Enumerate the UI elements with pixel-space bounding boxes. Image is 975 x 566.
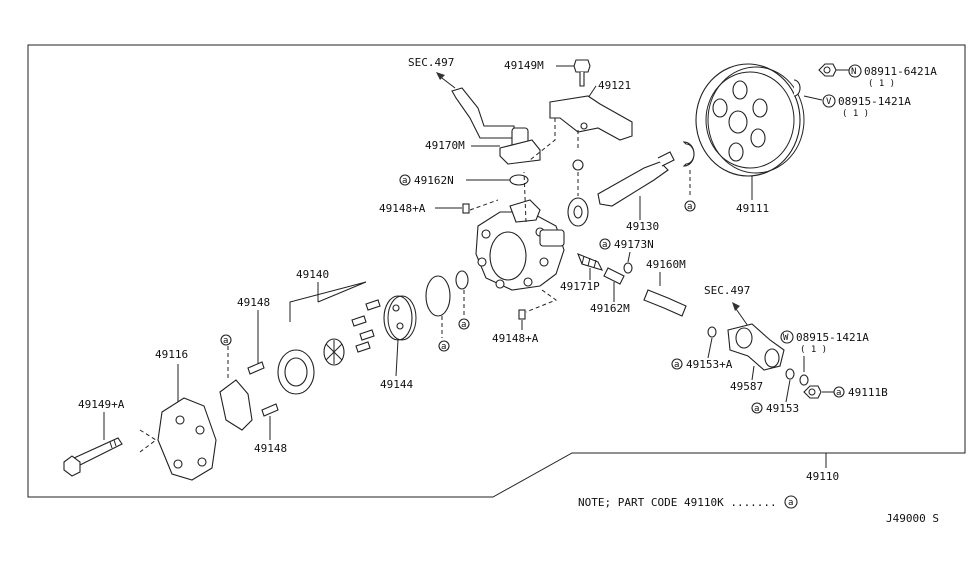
section-arrow-top-head xyxy=(436,72,445,80)
label-49148-lower[interactable]: 49148 xyxy=(254,442,287,455)
label-49140[interactable]: 49140 xyxy=(296,268,329,281)
pipe-flange-part xyxy=(499,139,541,165)
shaft-49130-part xyxy=(597,161,669,207)
connector-49171p-part xyxy=(643,289,687,317)
badge-a-49173n xyxy=(599,238,611,250)
label-49148-upper[interactable]: 49148 xyxy=(237,296,270,309)
badge-a-49153 xyxy=(751,402,763,414)
label-49587[interactable]: 49587 xyxy=(730,380,763,393)
label-08915b[interactable]: 08915-1421A xyxy=(796,331,869,344)
badge-w-08915b xyxy=(780,330,794,344)
label-49148a-lower[interactable]: 49148+A xyxy=(492,332,539,345)
svg-text:V: V xyxy=(826,97,832,107)
badge-v-08915a xyxy=(822,94,836,108)
label-49111[interactable]: 49111 xyxy=(736,202,769,215)
qty-08915b: ( 1 ) xyxy=(800,345,827,355)
spring-49162m-part xyxy=(577,253,604,271)
snap-ring-part xyxy=(682,141,695,167)
section-ref-right[interactable]: SEC.497 xyxy=(704,284,750,297)
label-08911[interactable]: 08911-6421A xyxy=(864,65,937,78)
badge-a-49162n xyxy=(399,174,411,186)
vanes-part xyxy=(351,315,367,327)
label-49116[interactable]: 49116 xyxy=(155,348,188,361)
rear-cover-49116-part xyxy=(157,397,217,481)
label-49144[interactable]: 49144 xyxy=(380,378,413,391)
label-08915a[interactable]: 08915-1421A xyxy=(838,95,911,108)
badge-n-08911 xyxy=(848,64,862,78)
badge-a-49111b xyxy=(833,386,845,398)
badge-a-49153a xyxy=(671,358,683,370)
badge-a-gasket-2 xyxy=(458,318,470,330)
section-ref-top[interactable]: SEC.497 xyxy=(408,56,454,69)
qty-08915a: ( 1 ) xyxy=(842,109,869,119)
valve-49160m-part xyxy=(603,267,625,285)
label-49149m[interactable]: 49149M xyxy=(504,59,544,72)
pulley-49111-part xyxy=(695,63,801,177)
label-49111b[interactable]: 49111B xyxy=(848,386,888,399)
o-ring-49162n-part xyxy=(509,174,529,186)
label-49148a-upper[interactable]: 49148+A xyxy=(379,202,426,215)
label-49170m[interactable]: 49170M xyxy=(425,139,465,152)
washer-08915a-part xyxy=(793,79,801,97)
pin-49148-upper-part xyxy=(247,361,265,375)
label-49130[interactable]: 49130 xyxy=(626,220,659,233)
pin-49148-lower-part xyxy=(261,403,279,417)
pressure-pipe-part xyxy=(451,87,515,139)
pin-49148a-lower-part xyxy=(518,309,526,320)
figure-id: J49000 S xyxy=(886,512,939,525)
label-49171p[interactable]: 49160M xyxy=(646,258,686,271)
nut-49111b-part xyxy=(803,385,822,399)
qty-08911: ( 1 ) xyxy=(868,79,895,89)
gasket-ring-part xyxy=(425,275,451,317)
label-49173n[interactable]: 49173N xyxy=(614,238,654,251)
nut-08911-part xyxy=(818,63,837,77)
svg-text:a: a xyxy=(223,336,228,346)
svg-text:a: a xyxy=(602,240,607,250)
svg-text:a: a xyxy=(441,342,446,352)
note-text: NOTE; PART CODE 49110K ....... xyxy=(578,496,777,509)
svg-text:a: a xyxy=(687,202,692,212)
svg-text:a: a xyxy=(461,320,466,330)
svg-text:a: a xyxy=(674,360,679,370)
label-49110[interactable]: 49110 xyxy=(806,470,839,483)
svg-text:a: a xyxy=(836,388,841,398)
note-badge-a xyxy=(784,495,798,509)
svg-text:W: W xyxy=(783,333,789,343)
label-49153[interactable]: 49153 xyxy=(766,402,799,415)
assembly-outline-frame xyxy=(27,44,966,498)
rear-gasket-part xyxy=(219,379,253,431)
label-49160m[interactable]: 49162M xyxy=(590,302,630,315)
badge-a-snapring xyxy=(684,200,696,212)
pin-49148a-upper-part xyxy=(462,203,470,214)
svg-text:a: a xyxy=(402,176,407,186)
bolt-49149m-part xyxy=(573,59,591,73)
label-49153a[interactable]: 49153+A xyxy=(686,358,733,371)
badge-a-gasket-1 xyxy=(438,340,450,352)
label-49121[interactable]: 49121 xyxy=(598,79,631,92)
bracket-49121-part xyxy=(549,95,633,141)
label-49149a[interactable]: 49149+A xyxy=(78,398,125,411)
svg-text:N: N xyxy=(851,67,856,77)
label-49162m[interactable]: 49171P xyxy=(560,280,600,293)
badge-a-rear-gasket xyxy=(220,334,232,346)
svg-text:a: a xyxy=(754,404,759,414)
label-49162n[interactable]: 49162N xyxy=(414,174,454,187)
svg-text:a: a xyxy=(788,498,793,508)
